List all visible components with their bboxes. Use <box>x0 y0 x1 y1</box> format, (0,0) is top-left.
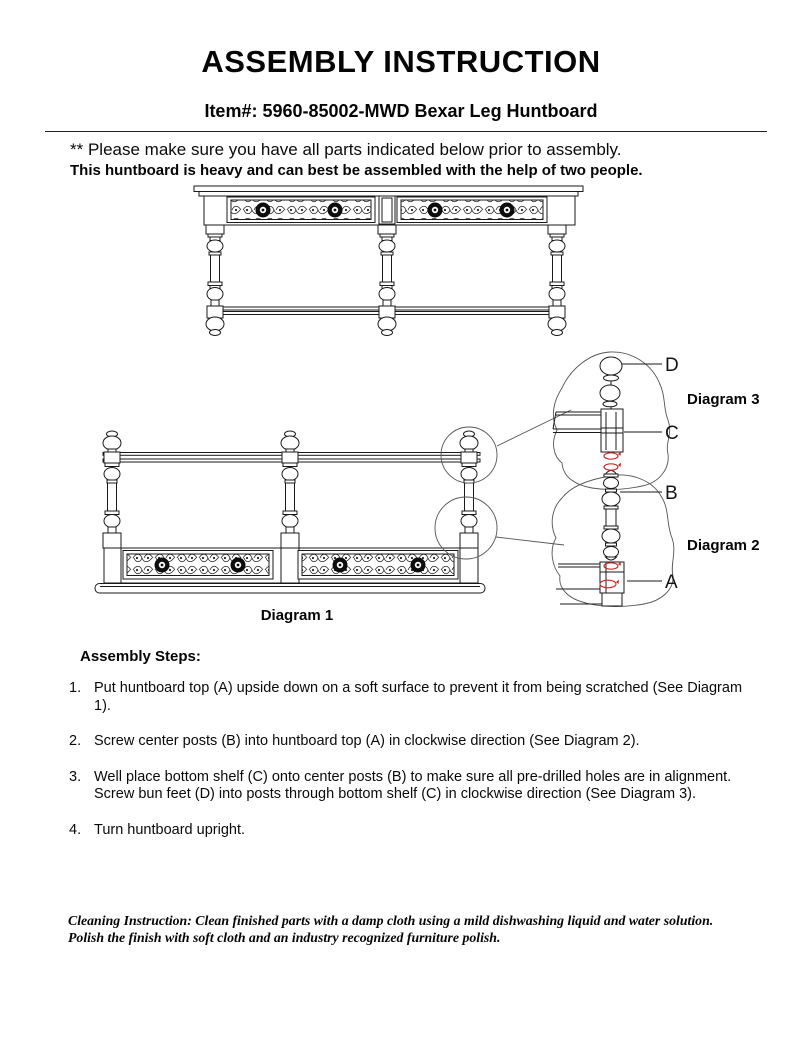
item-number-line: Item#: 5960-85002-MWD Bexar Leg Huntboar… <box>204 101 598 121</box>
diagrams-drawing: D C B A Diagram 3 Diagram 2 Diagram 1 <box>94 185 760 624</box>
assembly-steps-list: 1. Put huntboard top (A) upside down on … <box>69 680 745 857</box>
weight-note: This huntboard is heavy and can best be … <box>70 162 643 179</box>
part-label-c: C <box>665 423 679 444</box>
step-text: Put huntboard top (A) upside down on a s… <box>94 680 743 714</box>
cleaning-instruction: Cleaning Instruction: Clean finished par… <box>68 913 714 945</box>
step-number: 3. <box>69 768 82 785</box>
assembly-steps-heading: Assembly Steps: <box>80 648 201 665</box>
assembly-step-4: 4. Turn huntboard upright. <box>69 822 745 840</box>
step-text: Well place bottom shelf (C) onto center … <box>94 768 732 803</box>
step-text: Turn huntboard upright. <box>94 821 246 838</box>
part-label-d: D <box>665 355 679 376</box>
center-post-part-b <box>601 470 621 561</box>
detail-callout-circles <box>434 409 572 560</box>
assembly-step-3: 3. Well place bottom shelf (C) onto cent… <box>69 769 745 804</box>
step-number: 4. <box>69 821 82 838</box>
step-text: Screw center posts (B) into huntboard to… <box>94 733 640 749</box>
assembly-step-1: 1. Put huntboard top (A) upside down on … <box>69 680 745 715</box>
bun-foot-part-d <box>599 356 623 408</box>
parts-note: ** Please make sure you have all parts i… <box>70 140 622 159</box>
bottom-shelf-part-c <box>552 408 624 453</box>
part-leader-lines <box>620 363 662 582</box>
assembly-step-2: 2. Screw center posts (B) into huntboard… <box>69 733 745 751</box>
page-title: ASSEMBLY INSTRUCTION <box>201 44 601 79</box>
assembled-huntboard-drawing <box>193 185 584 336</box>
step-number: 2. <box>69 733 82 749</box>
part-label-a: A <box>665 572 678 593</box>
diagram3-label: Diagram 3 <box>687 391 760 408</box>
step-number: 1. <box>69 680 82 696</box>
exploded-view-drawing <box>551 351 675 607</box>
diagram1-label: Diagram 1 <box>261 607 334 624</box>
diagram1-drawing <box>94 430 486 594</box>
header-divider <box>45 131 767 132</box>
part-label-b: B <box>665 483 678 504</box>
diagram2-label: Diagram 2 <box>687 537 760 554</box>
rotation-arrows <box>599 451 621 589</box>
